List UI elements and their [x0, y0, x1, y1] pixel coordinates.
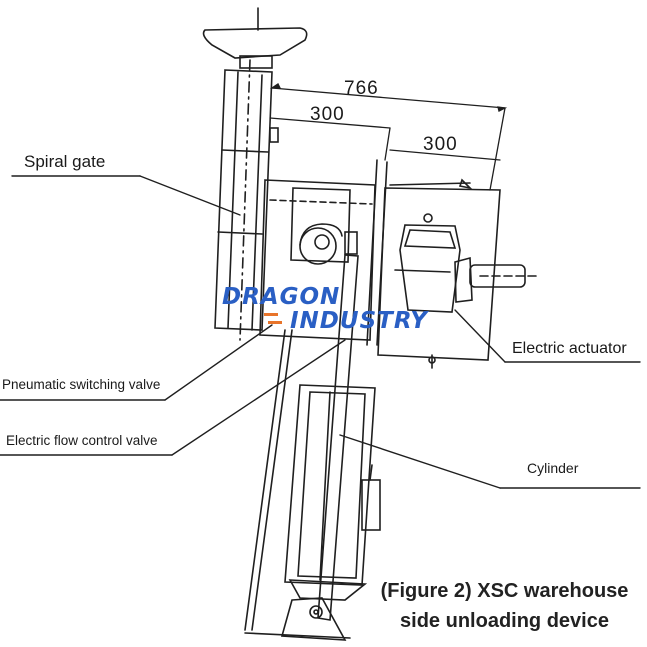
dimension-lines — [269, 83, 508, 191]
spiral-gate-housing — [214, 59, 279, 341]
bottom-mount — [244, 579, 368, 641]
dimension-overall: 766 — [344, 78, 379, 99]
actuator-shaft — [454, 256, 541, 303]
dimension-lower: 300 — [423, 134, 458, 155]
watermark-line1: DRAGON — [222, 284, 341, 310]
label-electric-flow-control-valve: Electric flow control valve — [6, 433, 158, 448]
central-body — [259, 179, 376, 341]
label-cylinder: Cylinder — [527, 460, 579, 476]
watermark-accent — [268, 321, 282, 324]
dimension-upper: 300 — [310, 104, 345, 125]
label-electric-actuator: Electric actuator — [512, 340, 627, 357]
label-pneumatic-switching-valve: Pneumatic switching valve — [2, 377, 161, 392]
caption-line1: (Figure 2) XSC warehouse — [380, 580, 629, 602]
watermark-line2: INDUSTRY — [290, 308, 429, 334]
leader-lines — [0, 175, 641, 489]
watermark-accent — [264, 313, 278, 316]
handwheel — [202, 7, 308, 69]
cylinder-body — [284, 384, 381, 586]
cylinder-rod — [317, 159, 388, 621]
caption-line2: side unloading device — [400, 610, 609, 632]
actuator-housing — [377, 178, 501, 369]
label-spiral-gate: Spiral gate — [24, 152, 106, 171]
figure-caption: (Figure 2) XSC warehouse side unloading … — [362, 576, 647, 636]
support-rod — [244, 329, 293, 631]
